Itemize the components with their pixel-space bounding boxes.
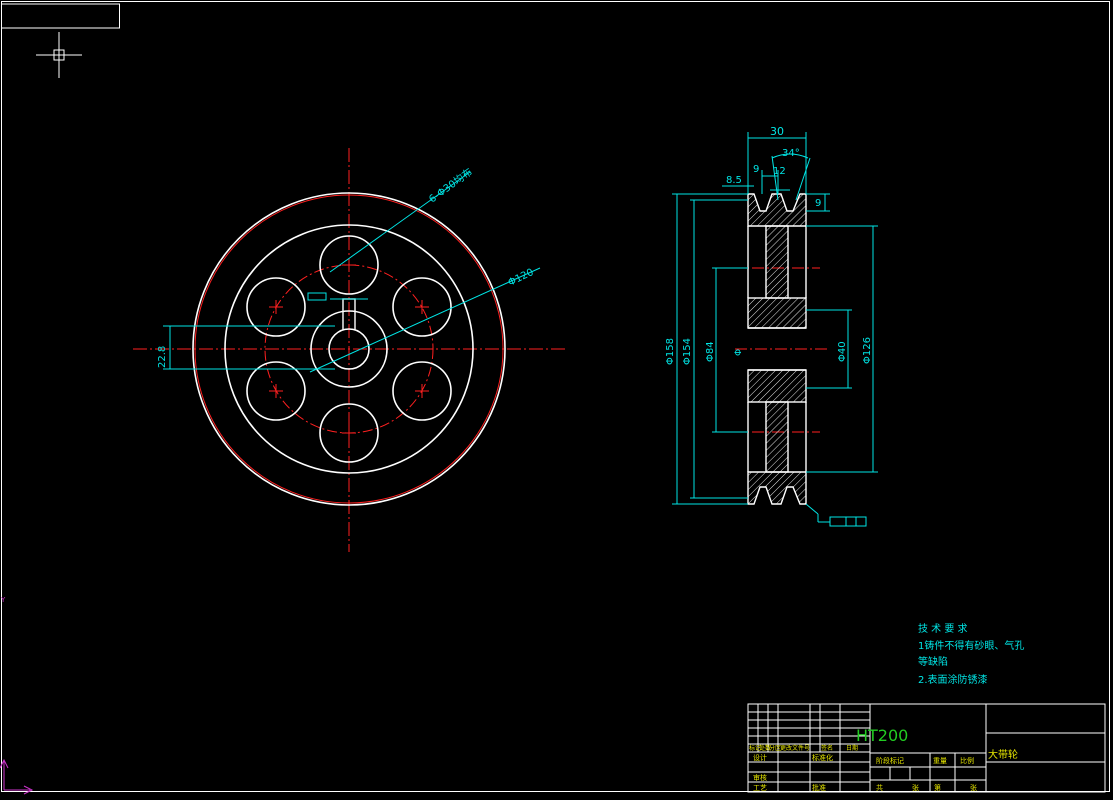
groove-pitch-label: 9: [753, 164, 759, 175]
tb-total: 共: [876, 783, 883, 792]
d40-label: Φ40: [837, 341, 848, 362]
crosshair-cursor-icon: [36, 32, 82, 78]
outer-rim-red-circle: [194, 194, 504, 504]
material-label: HT200: [856, 726, 908, 745]
d158-label: Φ158: [665, 338, 676, 365]
tb-sign: 签名: [821, 744, 833, 752]
inner-rim-circle: [224, 224, 474, 474]
side-section-view: 30 34° 9 12 8.5 9 Φ158 Φ154 Φ84 Φ40 Φ126…: [665, 125, 878, 527]
hole-2: [392, 277, 452, 337]
tb-date: 日期: [846, 744, 858, 752]
tb-sheet-1: 张: [912, 783, 919, 792]
side-dimensions: [672, 132, 878, 527]
notes-line-3: 2.表面涂防锈漆: [918, 673, 988, 686]
hole-5: [246, 361, 306, 421]
tb-sheet-no: 第: [934, 783, 941, 792]
tb-scale: 比例: [960, 756, 974, 765]
hole-3: [392, 361, 452, 421]
rim-bottom-section: [747, 471, 807, 505]
rim-top-section: [747, 193, 807, 227]
hole-callout-label: 6-Φ30均布: [427, 166, 475, 205]
tb-process: 工艺: [753, 784, 767, 792]
tb-standardize: 标准化: [812, 753, 833, 762]
hole-4: [319, 403, 379, 463]
notes-line-1: 1铸件不得有砂眼、气孔: [918, 639, 1024, 652]
tb-zone: 分区: [769, 744, 781, 752]
tb-weight: 重量: [933, 757, 947, 765]
groove-depth-label: 9: [815, 198, 821, 209]
tb-review: 审核: [753, 773, 767, 782]
groove-width-label: 12: [773, 166, 786, 177]
edge-dim-label: 8.5: [726, 175, 742, 186]
ucs-y-label: Y: [0, 596, 6, 604]
part-name-label: 大带轮: [988, 748, 1018, 761]
hub-height-label: 22.8: [157, 346, 168, 368]
tb-design: 设计: [753, 753, 767, 762]
hole-6: [246, 277, 306, 337]
front-centerlines: [133, 148, 567, 552]
hub-outer-circle: [310, 310, 388, 388]
tb-mark: 标记: [749, 744, 761, 752]
tb-sheet-2: 张: [970, 783, 977, 792]
tb-approve: 批准: [812, 783, 826, 792]
small-dia-mark: Φ: [734, 349, 744, 356]
top-left-tab: [1, 3, 120, 29]
bore-circle: [328, 328, 370, 370]
hole-1: [319, 235, 379, 295]
width-dim-label: 30: [770, 125, 784, 138]
front-dimensions: [163, 171, 541, 373]
d126-label: Φ126: [862, 337, 873, 364]
tb-change-doc: 更改文件号: [780, 744, 810, 752]
hub-bottom-section: [747, 369, 807, 403]
pitch-dia-label: Φ120: [506, 267, 535, 289]
notes-line-2: 等缺陷: [918, 655, 948, 668]
tb-count: 处数: [759, 744, 771, 752]
tb-stage-mark: 阶段标记: [876, 756, 904, 765]
web-top-section: [765, 225, 789, 299]
web-bottom-section: [765, 401, 789, 473]
ucs-axis-icon: [0, 758, 34, 795]
notes-heading: 技 术 要 求: [918, 622, 968, 635]
title-block: [747, 703, 1106, 793]
front-view: 6-Φ30均布 Φ120 22.8: [133, 148, 567, 552]
technical-notes: 技 术 要 求 1铸件不得有砂眼、气孔 等缺陷 2.表面涂防锈漆: [918, 622, 1024, 686]
angle-dim-label: 34°: [782, 148, 800, 159]
lightening-holes: [246, 235, 452, 463]
d84-label: Φ84: [705, 341, 716, 362]
outer-rim-circle: [192, 192, 506, 506]
hub-top-section: [747, 297, 807, 329]
d154-label: Φ154: [682, 338, 693, 365]
